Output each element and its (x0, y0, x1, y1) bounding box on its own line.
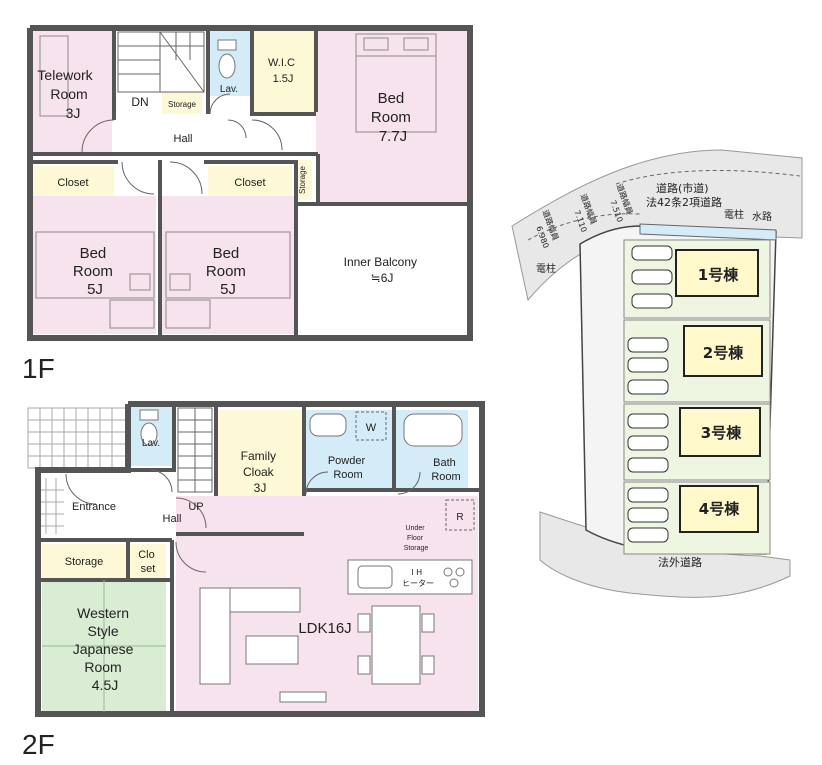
site-plan: 道路(市道) 法42条2項道路 電柱 水路 電柱 法外道路 道路幅員 7.510… (511, 149, 803, 598)
western-room-label: Western Style Japanese Room 4.5J (73, 605, 138, 693)
walk-in-closet (252, 28, 316, 112)
doors-1f (81, 93, 283, 195)
fridge-icon (445, 499, 475, 531)
closet-2f-label: Clo set (138, 549, 158, 575)
toilet-2f-icon (139, 409, 159, 446)
bed-master-icon (355, 33, 437, 133)
storage-a-label: Storage (168, 100, 197, 109)
waterway-strip (639, 223, 777, 241)
telework-room (30, 28, 112, 154)
storage-2f-label: Storage (65, 556, 104, 568)
washer-icon (355, 411, 387, 441)
road-bottom-label: 法外道路 (658, 555, 702, 569)
lav-2f-label: Lav. (142, 438, 160, 449)
lot-4-label: 4号棟 (699, 500, 740, 518)
road-edge (615, 169, 801, 185)
bedroom-right (162, 196, 296, 334)
doors-2f (65, 469, 421, 573)
lot-1-label: 1号棟 (698, 266, 739, 284)
porch-tiles (27, 407, 127, 469)
staircase-1f (117, 31, 205, 93)
master-bedroom (316, 28, 468, 204)
floor-2-plan: W R I H ヒーター (22, 401, 485, 760)
parking-cars (627, 245, 673, 543)
outer-wall-1f (27, 25, 473, 341)
floor-1-label: 1F (22, 353, 55, 384)
powder-room-label: Powder Room (328, 455, 368, 481)
pole-top-label: 電柱 (724, 208, 744, 221)
kitchen-counter (347, 559, 473, 595)
washer-label: W (366, 422, 377, 434)
building-3 (679, 407, 761, 457)
storage-1f-a (162, 92, 202, 114)
hall-2f-label: Hall (163, 513, 182, 525)
closet-right (208, 166, 292, 196)
tatami-lines (42, 580, 166, 712)
lot-3-label: 3号棟 (701, 424, 742, 442)
underfloor-storage-label: Under Floor Storage (404, 525, 429, 552)
bedroom-right-label: Bed Room 5J (206, 245, 250, 298)
telework-desk-icon (39, 35, 69, 117)
bath-room-label: Bath Room (431, 457, 460, 483)
storage-b-label: Storage (298, 165, 307, 194)
ldk-label: LDK16J (298, 620, 351, 637)
closet-right-label: Closet (234, 177, 265, 189)
entrance-tiles (38, 478, 64, 534)
staircase-2f (177, 407, 213, 493)
closet-left-label: Closet (57, 177, 88, 189)
wic-label: W.I.C 1.5J (268, 57, 298, 85)
floor-1-plan: Telework Room 3J DN Storage Lav. W.I.C 1… (22, 25, 473, 384)
bedroom-left-label: Bed Room 5J (73, 245, 117, 298)
down-label: DN (131, 95, 148, 109)
toilet-1f-icon (217, 39, 237, 79)
telework-room-label: Telework Room 3J (37, 67, 96, 121)
lot-2-label: 2号棟 (703, 344, 744, 362)
ih-heater-label: I H ヒーター (402, 568, 434, 588)
building-2 (683, 325, 763, 377)
bathtub-icon (403, 413, 463, 447)
bedroom-left (30, 196, 156, 334)
hall-1f-label: Hall (174, 133, 193, 145)
closet-left (30, 166, 114, 196)
fridge-label: R (456, 512, 463, 523)
family-cloak-label: Family Cloak 3J (241, 449, 280, 495)
dining-set-icon (357, 605, 435, 685)
pole-left-label: 電柱 (536, 262, 556, 275)
building-1 (675, 249, 759, 297)
waterway-label: 水路 (752, 210, 772, 223)
entrance-label: Entrance (72, 501, 116, 513)
road-top-label: 道路(市道) 法42条2項道路 (646, 181, 722, 209)
storage-1f-b (298, 160, 312, 200)
closet-2f (130, 544, 166, 578)
master-bedroom-label: Bed Room 7.7J (371, 90, 415, 145)
bed-left-icon (35, 231, 155, 329)
sofa-icon (199, 587, 327, 703)
building-4 (679, 485, 759, 533)
road-edge (527, 213, 641, 241)
bed-right-icon (165, 231, 291, 329)
lav-1f-label: Lav. (220, 84, 238, 95)
storage-2f (42, 544, 126, 578)
washbasin-icon (309, 413, 347, 437)
up-label: UP (188, 501, 203, 513)
floor-2-label: 2F (22, 729, 55, 760)
inner-balcony-label: Inner Balcony ≒6J (344, 255, 421, 285)
